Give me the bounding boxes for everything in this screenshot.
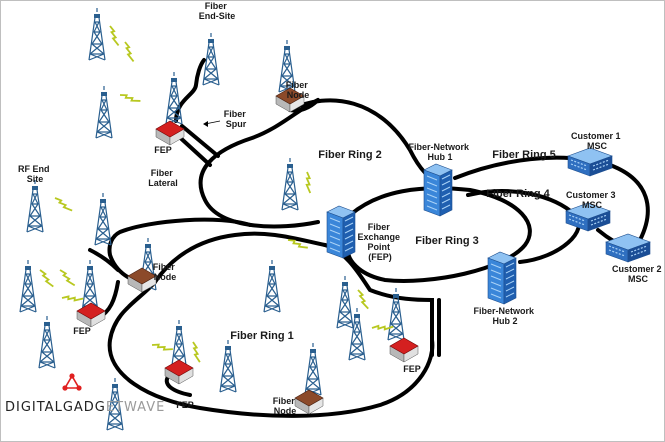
- label-fiber-ring-3: Fiber Ring 3: [415, 235, 479, 247]
- tower-icon: [26, 179, 44, 233]
- label-customer-1: Customer 1 MSC: [571, 131, 623, 151]
- label-fiber-end-site: Fiber End-Site: [199, 1, 236, 21]
- label-hub-1: Fiber-Network Hub 1: [408, 142, 471, 162]
- radio-signal-icon: [118, 41, 141, 63]
- tower-icon: [336, 275, 354, 329]
- radio-signal-icon: [352, 289, 374, 310]
- tower-icon: [95, 85, 113, 139]
- tower-icon: [19, 259, 37, 313]
- tower-icon: [94, 192, 112, 246]
- equipment-hut-icon: [389, 337, 419, 363]
- equipment-hut-icon: [155, 120, 185, 146]
- tower-icon: [88, 7, 106, 61]
- office-building-icon: [423, 163, 453, 217]
- label-fep-bottom: FEP: [176, 400, 194, 410]
- radio-signal-icon: [185, 341, 208, 364]
- watermark: DIGITALGADGETWAVE: [5, 373, 165, 415]
- label-fep-right: FEP: [403, 364, 421, 374]
- label-fiber-node-left: Fiber Node: [153, 262, 178, 282]
- tower-icon: [263, 259, 281, 313]
- label-fiber-ring-2: Fiber Ring 2: [318, 149, 382, 161]
- watermark-text: DIGITALGADGETWAVE: [5, 400, 165, 415]
- label-customer-3: Customer 3 MSC: [566, 190, 618, 210]
- equipment-hut-icon: [164, 359, 194, 385]
- radio-signal-icon: [54, 195, 74, 213]
- label-fep-left: FEP: [73, 326, 91, 336]
- radio-signal-icon: [103, 25, 126, 47]
- label-fiber-ring-4: Fiber Ring 4: [486, 188, 550, 200]
- label-fep-center: Fiber Exchange Point (FEP): [357, 222, 402, 262]
- office-building-icon: [487, 251, 517, 305]
- radio-signal-icon: [36, 269, 57, 288]
- equipment-hut-icon: [76, 302, 106, 328]
- tower-icon: [165, 71, 183, 125]
- label-fiber-spur: Fiber Spur: [224, 109, 249, 129]
- label-fiber-ring-5: Fiber Ring 5: [492, 149, 556, 161]
- radio-signal-icon: [57, 269, 77, 287]
- spur-arrow-head: [203, 121, 208, 127]
- label-fep-top: FEP: [154, 145, 172, 155]
- radio-signal-icon: [151, 336, 174, 359]
- logo-icon: [62, 373, 82, 391]
- radio-signal-icon: [119, 87, 142, 109]
- office-building-icon: [326, 205, 356, 259]
- office-building-icon: [567, 147, 613, 177]
- label-rf-end-site: RF End Site: [18, 164, 52, 184]
- radio-signal-icon: [297, 171, 321, 194]
- label-hub-2: Fiber-Network Hub 2: [473, 306, 536, 326]
- label-fiber-lateral: Fiber Lateral: [148, 168, 178, 188]
- radio-signal-icon: [61, 286, 85, 310]
- labels: Fiber End-Site Fiber Node Fiber Spur FEP…: [18, 1, 664, 416]
- label-customer-2: Customer 2 MSC: [612, 264, 664, 284]
- label-fiber-node-bottom: Fiber Node: [273, 396, 298, 416]
- tower-icon: [304, 342, 322, 396]
- tower-icon: [38, 315, 56, 369]
- label-fiber-node-top: Fiber Node: [286, 80, 311, 100]
- tower-icon: [219, 339, 237, 393]
- label-fiber-ring-1: Fiber Ring 1: [230, 330, 294, 342]
- tower-icon: [281, 157, 299, 211]
